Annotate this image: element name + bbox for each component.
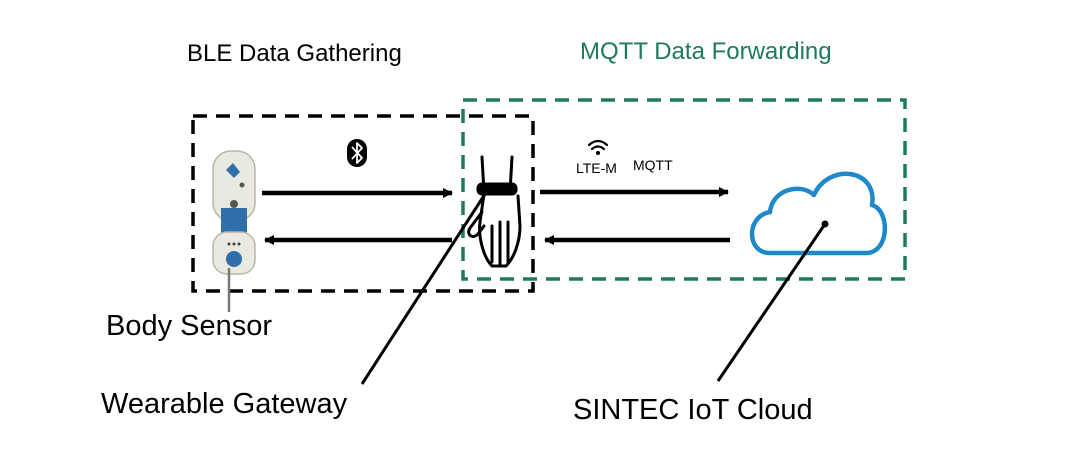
bluetooth-icon	[347, 139, 367, 167]
ble-group-title: BLE Data Gathering	[187, 40, 402, 67]
mqtt-protocol-label: MQTT	[633, 157, 673, 173]
hand-wearable-icon	[467, 155, 522, 268]
mqtt-group-title: MQTT Data Forwarding	[580, 38, 832, 65]
ble-group-box	[191, 114, 535, 293]
body-sensor-device-icon	[212, 150, 256, 312]
gateway-leader-line	[360, 190, 489, 385]
body-sensor-label: Body Sensor	[106, 310, 273, 342]
sintec-cloud-label: SINTEC IoT Cloud	[573, 394, 813, 426]
wearable-gateway-label: Wearable Gateway	[101, 388, 348, 420]
lte-m-label: LTE-M	[576, 160, 617, 176]
cloud-icon	[749, 171, 887, 256]
mqtt-group-box	[461, 98, 907, 281]
wifi-signal-icon	[587, 139, 609, 155]
cloud-leader-line	[716, 223, 827, 382]
